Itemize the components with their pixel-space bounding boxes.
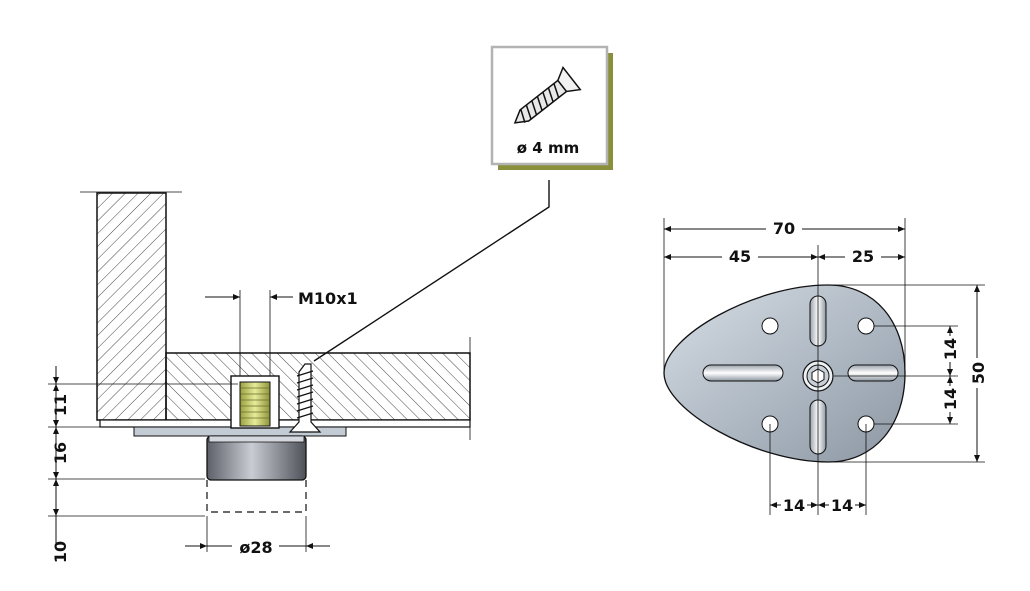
height-dimensions: 11 16 10 xyxy=(48,366,238,563)
section-view xyxy=(80,191,471,513)
screw-callout: ø 4 mm xyxy=(490,45,613,170)
foot-diameter-dimension: ø28 xyxy=(185,516,330,557)
hole-top-right xyxy=(857,317,875,335)
slot-left xyxy=(702,364,784,382)
width-left-label: 45 xyxy=(729,247,751,266)
teardrop-plate xyxy=(663,284,906,463)
foot-adjust-range xyxy=(206,480,307,513)
dim-11-label: 11 xyxy=(51,394,70,416)
width-total-label: 70 xyxy=(773,219,795,238)
wood-screw-icon xyxy=(513,66,582,124)
width-right-label: 25 xyxy=(852,247,874,266)
vertical-panel xyxy=(96,192,167,421)
thread-size-label: M10x1 xyxy=(298,289,358,308)
base-board xyxy=(165,352,471,421)
dim-10-label: 10 xyxy=(51,541,70,563)
hole-spacing-left-label: 14 xyxy=(783,496,805,515)
slot-right xyxy=(847,364,899,382)
hole-top-left xyxy=(761,317,779,335)
screw-diameter-label: ø 4 mm xyxy=(517,139,579,157)
top-view-dimensions: 70 45 25 50 14 14 14 14 xyxy=(663,218,988,515)
plate-top-view xyxy=(663,284,906,463)
bottom-strip xyxy=(99,419,471,428)
hole-offset-lower-label: 14 xyxy=(941,388,960,410)
hole-spacing-right-label: 14 xyxy=(831,496,853,515)
thread-dimension: M10x1 xyxy=(205,289,358,376)
dim-16-label: 16 xyxy=(51,442,70,464)
screw-section xyxy=(288,363,322,433)
hole-offset-upper-label: 14 xyxy=(941,338,960,360)
callout-leader xyxy=(313,180,550,362)
foot-glider xyxy=(206,435,307,481)
foot-diameter-label: ø28 xyxy=(239,538,272,557)
height-total-label: 50 xyxy=(969,362,988,384)
threaded-insert xyxy=(239,381,271,427)
